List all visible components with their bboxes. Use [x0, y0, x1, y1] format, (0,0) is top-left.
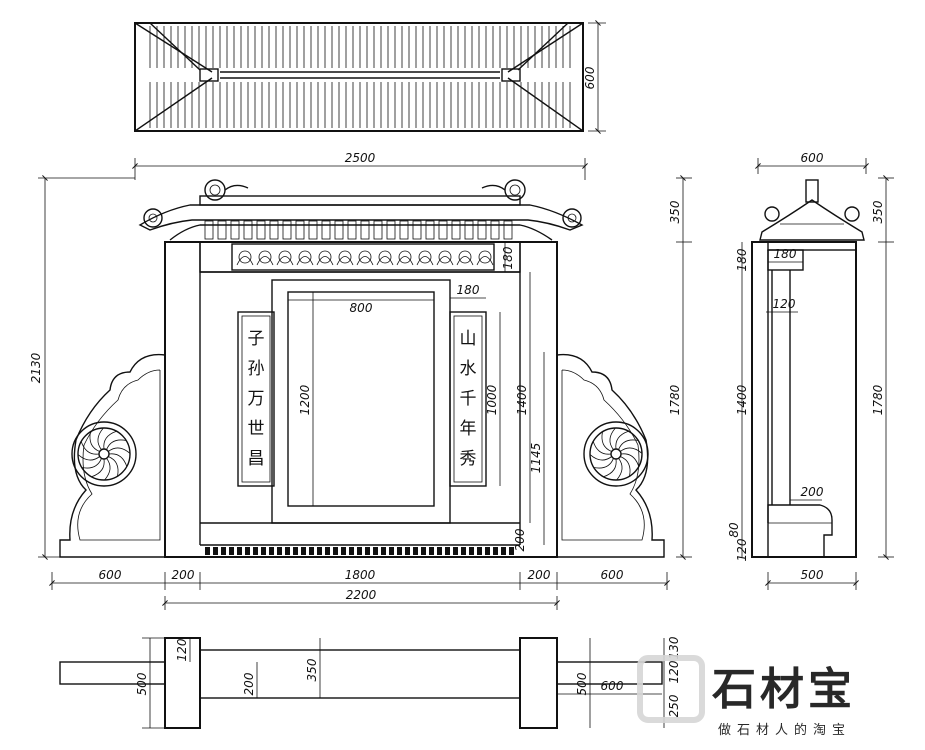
couplet-right-char-2: 水	[460, 359, 477, 379]
dim-frieze-height: 180	[501, 246, 515, 269]
dim-side-base-120: 120	[735, 538, 749, 561]
front-elevation-view: 2500	[29, 151, 692, 610]
dim-side-base-step: 200	[801, 485, 824, 499]
dim-side-frieze-v: 180	[735, 248, 749, 271]
dim-plan-200: 200	[242, 672, 256, 695]
watermark-name: 石材宝	[712, 664, 856, 715]
dim-side-depth-top: 600	[801, 151, 824, 165]
dim-side-base-width: 500	[801, 568, 824, 582]
dim-plan-120: 120	[175, 638, 189, 661]
dim-plan-depth-right: 500	[575, 672, 589, 695]
dim-total-width: 2500	[345, 151, 376, 165]
dim-overall-height: 2130	[29, 352, 43, 383]
dim-inner-height: 1400	[515, 384, 529, 415]
dim-roof-plan-depth: 600	[583, 66, 597, 89]
dim-panel-width: 800	[350, 301, 373, 315]
watermark-logo-mark	[637, 655, 705, 723]
couplet-right-char-5: 秀	[460, 449, 477, 469]
dim-pillar-right-width: 200	[528, 568, 551, 582]
ridge-ornament-right	[481, 179, 582, 228]
roof-tile-lines	[149, 26, 571, 128]
roof-plan-view: 600	[134, 20, 606, 134]
couplet-right-char-1: 山	[460, 329, 477, 349]
watermark-slogan: 做石材人的淘宝	[718, 722, 851, 738]
couplet-left: 子 孙 万 世 昌	[237, 311, 275, 487]
dim-body-height: 1780	[668, 384, 682, 415]
couplet-left-char-1: 子	[248, 329, 265, 349]
couplet-left-char-3: 万	[248, 389, 265, 409]
wing-right	[556, 353, 665, 558]
dim-plan-250: 250	[667, 694, 681, 717]
couplet-right-char-3: 千	[460, 389, 477, 409]
frieze-carving	[236, 250, 494, 266]
floor-plan-view: 500 120 200 350 500 600 130 120 250	[59, 636, 681, 729]
ridge-ornament-left	[143, 179, 249, 228]
dim-roof-height: 350	[668, 200, 682, 223]
dim-wing-right-width: 600	[601, 568, 624, 582]
dim-wing-height: 1145	[529, 443, 543, 474]
couplet-right: 山 水 千 年 秀	[449, 311, 487, 487]
dim-side-body: 1400	[735, 384, 749, 415]
rosette-right	[589, 427, 643, 481]
dim-side-total: 1780	[871, 384, 885, 415]
dim-plan-120-right: 120	[667, 660, 681, 683]
dim-side-inner: 120	[773, 297, 796, 311]
dim-couplet-width: 180	[457, 283, 480, 297]
dim-side-roof: 350	[871, 200, 885, 223]
dim-couplet-height: 1000	[485, 384, 499, 415]
side-elevation-view: 600 180 120 200 180 1400 80 120 350 1780	[727, 151, 894, 590]
couplet-left-char-4: 世	[248, 419, 265, 439]
dim-side-frieze: 180	[774, 247, 797, 261]
dim-wing-left-width: 600	[99, 568, 122, 582]
dim-panel-height: 1200	[298, 384, 312, 415]
roof-tiles	[204, 220, 513, 240]
dim-plan-depth-left: 500	[135, 672, 149, 695]
dim-frame-width: 2200	[346, 588, 377, 602]
dim-plan-350: 350	[305, 658, 319, 681]
couplet-left-char-5: 昌	[248, 449, 265, 469]
dim-side-base-80: 80	[727, 522, 741, 538]
watermark: 石材宝 做石材人的淘宝	[637, 655, 856, 738]
dim-plan-130: 130	[667, 636, 681, 659]
rosette-left	[77, 427, 131, 481]
dim-center-width: 1800	[345, 568, 376, 582]
dim-plinth-height: 200	[513, 528, 527, 551]
wing-left	[59, 353, 166, 558]
dim-plan-wing: 600	[601, 679, 624, 693]
plinth-bead-band	[205, 547, 514, 555]
dim-pillar-left-width: 200	[172, 568, 195, 582]
couplet-left-char-2: 孙	[248, 359, 265, 379]
couplet-right-char-4: 年	[460, 419, 477, 439]
